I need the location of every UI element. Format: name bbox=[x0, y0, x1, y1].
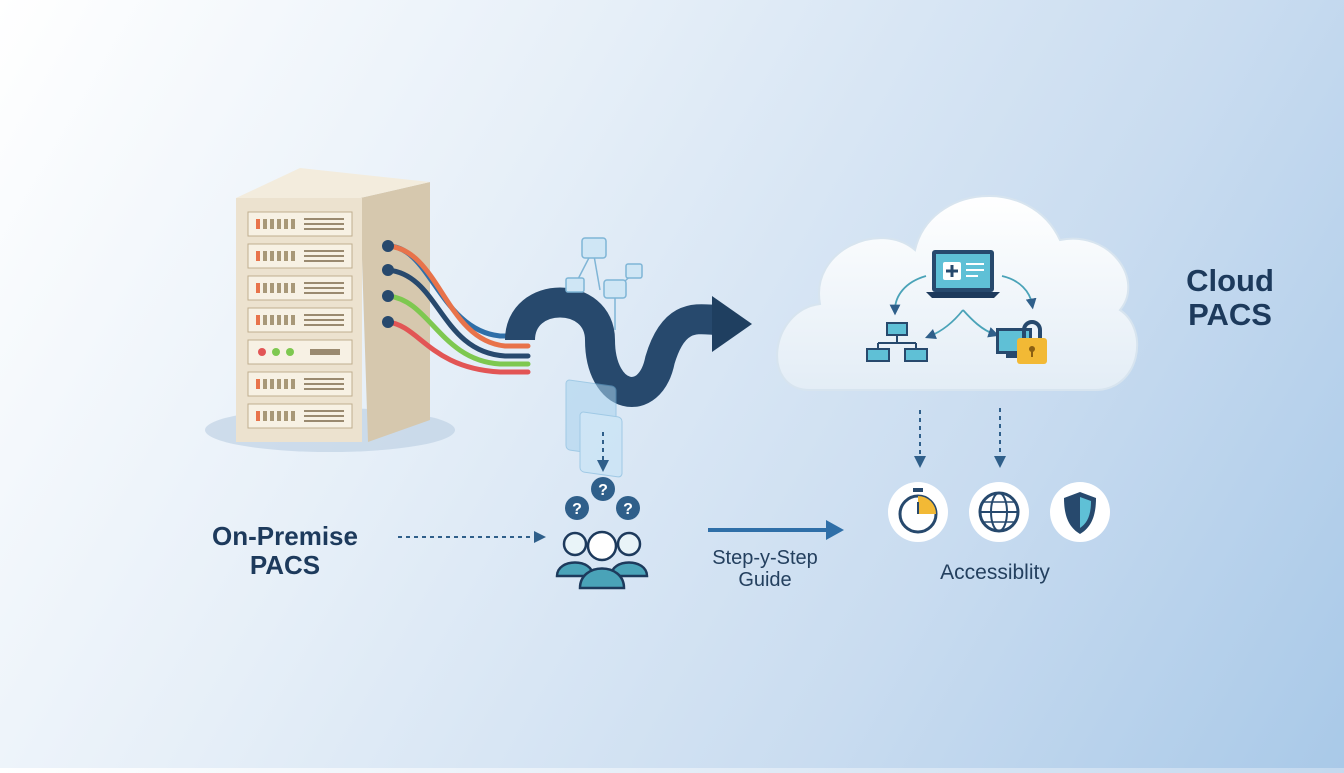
vent-line bbox=[304, 228, 344, 230]
vent bbox=[291, 251, 295, 261]
migration-arrow bbox=[505, 287, 752, 478]
sync-arrows bbox=[889, 275, 1037, 340]
vent bbox=[284, 251, 288, 261]
vent-line bbox=[304, 378, 344, 380]
vent bbox=[284, 283, 288, 293]
question-mark-icon: ? bbox=[623, 501, 633, 518]
question-bubble bbox=[616, 496, 640, 520]
stopwatch-icon bbox=[888, 482, 948, 542]
vent bbox=[284, 411, 288, 421]
on-premise-line-1: On-Premise bbox=[212, 521, 358, 551]
vent bbox=[291, 411, 295, 421]
vent-line bbox=[304, 410, 344, 412]
vent bbox=[284, 315, 288, 325]
vent bbox=[270, 411, 274, 421]
question-mark-icon: ? bbox=[598, 482, 608, 499]
question-bubble bbox=[591, 477, 615, 501]
vent bbox=[263, 315, 267, 325]
accessibility-label: Accessiblity bbox=[940, 561, 1050, 584]
question-bubble bbox=[565, 496, 589, 520]
guide-label: Step-y-Step Guide bbox=[700, 547, 830, 591]
cable-bundle bbox=[382, 240, 531, 375]
vent bbox=[270, 283, 274, 293]
shield-icon bbox=[1050, 482, 1110, 542]
vent bbox=[263, 379, 267, 389]
vent bbox=[291, 379, 295, 389]
vent-line bbox=[304, 260, 344, 262]
server-rack-icon bbox=[205, 168, 455, 452]
status-light bbox=[272, 348, 280, 356]
vent bbox=[256, 379, 260, 389]
vent-line bbox=[304, 255, 344, 257]
vent bbox=[270, 251, 274, 261]
vent bbox=[291, 283, 295, 293]
vent-line bbox=[304, 314, 344, 316]
on-premise-label: On-Premise PACS bbox=[200, 522, 370, 579]
vent bbox=[277, 251, 281, 261]
status-light bbox=[258, 348, 266, 356]
drive-bay bbox=[310, 349, 340, 355]
vent bbox=[277, 411, 281, 421]
network-nodes-icon bbox=[565, 237, 643, 330]
cloud-line-2: PACS bbox=[1188, 297, 1272, 333]
vent bbox=[263, 219, 267, 229]
cloud-pacs-label: Cloud PACS bbox=[1170, 263, 1290, 333]
vent-line bbox=[304, 319, 344, 321]
cloud-line-1: Cloud bbox=[1186, 263, 1274, 298]
people-questions-icon: ??? bbox=[555, 477, 649, 590]
on-premise-line-2: PACS bbox=[249, 549, 321, 580]
question-mark-icon: ? bbox=[572, 501, 582, 518]
vent bbox=[256, 315, 260, 325]
vent bbox=[277, 283, 281, 293]
vent bbox=[284, 219, 288, 229]
vent bbox=[284, 379, 288, 389]
guide-line-1: Step-y-Step bbox=[712, 547, 818, 569]
vent-line bbox=[304, 282, 344, 284]
vent-line bbox=[304, 415, 344, 417]
vent bbox=[277, 379, 281, 389]
vent bbox=[277, 219, 281, 229]
vent-line bbox=[304, 223, 344, 225]
guide-line-2: Guide bbox=[738, 569, 792, 591]
vent bbox=[277, 315, 281, 325]
vent bbox=[291, 219, 295, 229]
vent bbox=[270, 379, 274, 389]
network-computers-icon bbox=[866, 322, 928, 362]
vent-line bbox=[304, 250, 344, 252]
vent bbox=[263, 251, 267, 261]
vent-line bbox=[304, 324, 344, 326]
vent bbox=[291, 315, 295, 325]
padlock-icon bbox=[996, 320, 1047, 364]
status-light bbox=[286, 348, 294, 356]
vent bbox=[263, 411, 267, 421]
vent bbox=[270, 219, 274, 229]
vent-line bbox=[304, 292, 344, 294]
vent bbox=[270, 315, 274, 325]
vent-line bbox=[304, 287, 344, 289]
vent bbox=[256, 411, 260, 421]
vent-line bbox=[304, 383, 344, 385]
globe-icon bbox=[969, 482, 1029, 542]
vent bbox=[263, 283, 267, 293]
vent bbox=[256, 251, 260, 261]
vent-line bbox=[304, 420, 344, 422]
vent bbox=[256, 283, 260, 293]
vent-line bbox=[304, 388, 344, 390]
vent bbox=[256, 219, 260, 229]
guide-arrow bbox=[708, 520, 844, 540]
vent-line bbox=[304, 218, 344, 220]
laptop-icon bbox=[926, 250, 1000, 298]
